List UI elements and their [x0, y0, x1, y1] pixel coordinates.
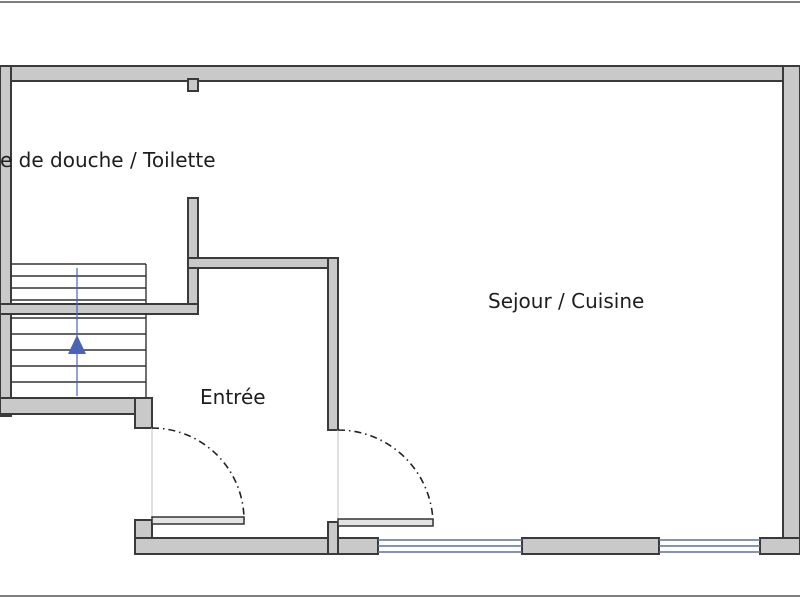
staircase: [11, 263, 147, 398]
window-right: [659, 539, 760, 553]
wall-right: [782, 65, 800, 555]
wall-left-upper: [0, 65, 12, 417]
room-label-bath: e de douche / Toilette: [0, 148, 216, 172]
wall-bottom-entry: [134, 537, 379, 555]
wall-bath-right: [187, 197, 199, 315]
window-left: [378, 539, 522, 553]
wall-top: [0, 65, 800, 82]
up-arrow-icon: [68, 335, 86, 354]
wall-bottom-mid: [521, 537, 660, 555]
wall-entry-top: [187, 257, 339, 269]
wall-entry-right-lower: [327, 521, 339, 555]
door-living: [337, 429, 434, 527]
wall-stair-bottom: [0, 397, 153, 415]
wall-top-notch: [187, 78, 199, 92]
wall-entry-right: [327, 257, 339, 431]
room-label-entry: Entrée: [200, 385, 266, 409]
wall-bottom-right: [759, 537, 800, 555]
wall-entry-left: [134, 397, 153, 429]
wall-bath-bottom: [0, 303, 199, 315]
door-entry: [151, 427, 245, 525]
room-label-living: Sejour / Cuisine: [488, 289, 644, 313]
